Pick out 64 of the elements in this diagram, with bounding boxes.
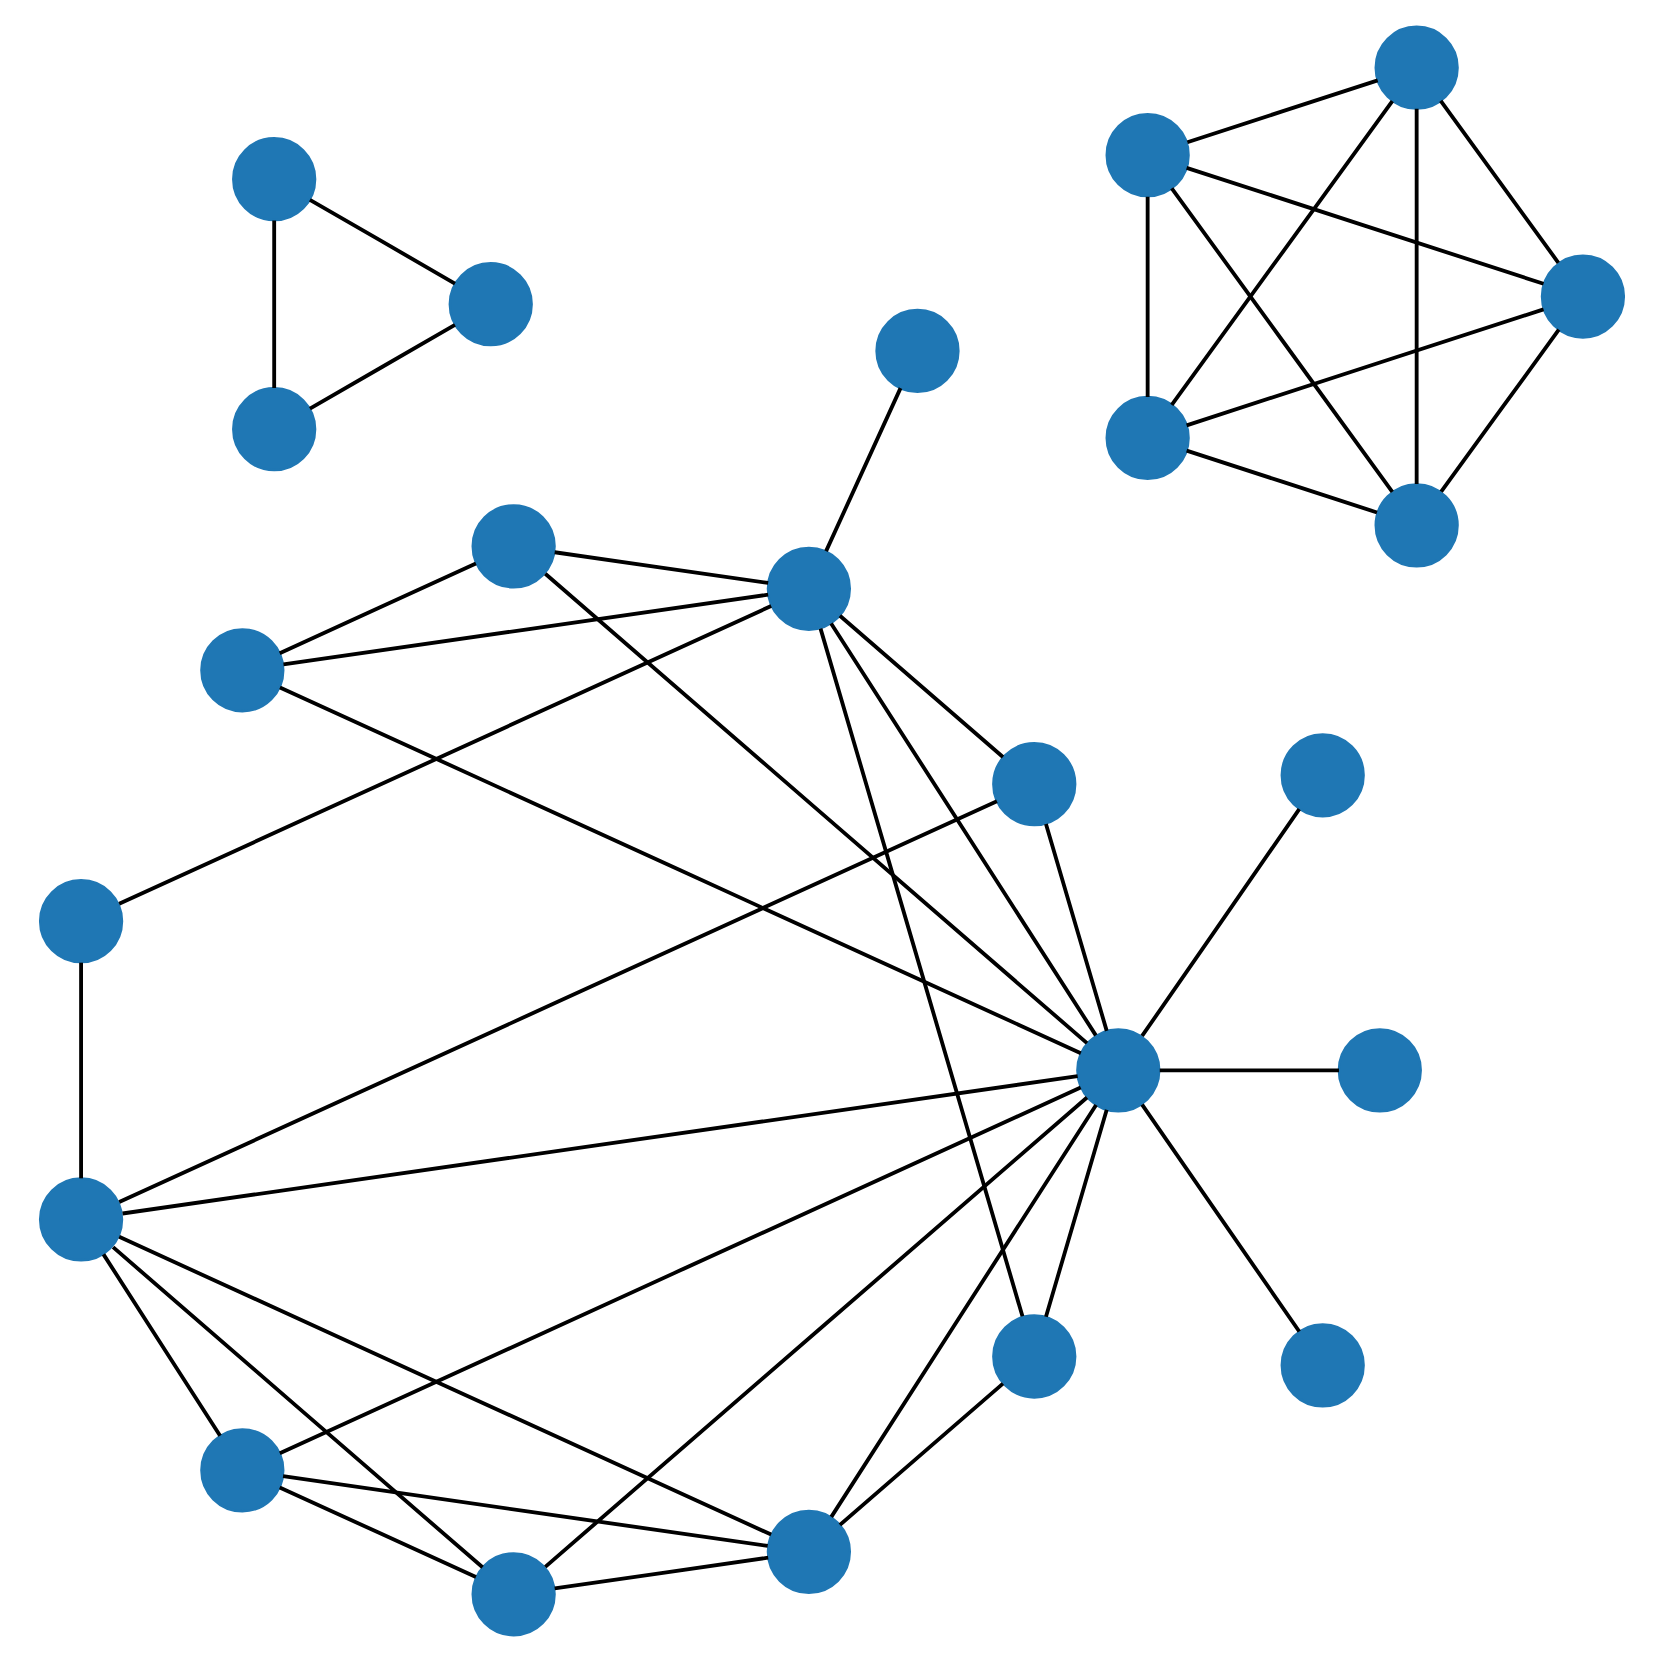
node-circle: [231, 387, 316, 472]
connector: [281, 1474, 767, 1548]
connector: [1169, 100, 1393, 406]
connector: [823, 387, 902, 552]
connector: [110, 1245, 483, 1569]
connector: [1185, 307, 1544, 428]
connector: [308, 323, 455, 411]
connector: [543, 1096, 1088, 1569]
node-circle: [1104, 395, 1189, 481]
connector: [117, 1235, 771, 1537]
node-circle: [1104, 113, 1189, 198]
connector: [278, 685, 1081, 1055]
connector: [1185, 166, 1544, 286]
connector: [828, 622, 1097, 1037]
connector: [837, 1382, 1004, 1527]
connector: [1043, 823, 1108, 1032]
connector: [271, 220, 276, 388]
node-circle: [991, 1314, 1076, 1399]
node-circle: [874, 308, 959, 394]
connector: [117, 604, 771, 906]
node-circle: [37, 1177, 123, 1262]
connector: [1139, 1103, 1300, 1333]
connector: [277, 561, 476, 655]
connector: [553, 1555, 768, 1591]
connector: [121, 1074, 1077, 1216]
node-circle: [1075, 1028, 1160, 1113]
connector: [1185, 78, 1378, 145]
connector: [828, 1103, 1097, 1518]
connector: [282, 592, 768, 667]
node-circle: [1373, 483, 1458, 568]
connector: [1158, 1068, 1338, 1073]
node-circle: [199, 1428, 284, 1513]
node-circle: [765, 1509, 850, 1594]
connector: [100, 1253, 221, 1437]
node-circle: [1539, 254, 1625, 339]
connector: [1144, 196, 1149, 397]
node-circle: [199, 628, 284, 713]
node-circle: [1279, 733, 1364, 818]
connector: [277, 1485, 476, 1579]
connector: [1438, 99, 1559, 264]
node-circle: [765, 546, 850, 631]
connector: [817, 628, 1024, 1317]
node-circle: [1279, 1323, 1364, 1408]
connector: [1438, 328, 1560, 493]
connector: [553, 550, 768, 585]
connector: [837, 614, 1004, 759]
connector: [1413, 108, 1418, 484]
node-circle: [447, 262, 532, 347]
connector: [1139, 808, 1300, 1038]
node-circle: [470, 1552, 555, 1637]
connector: [308, 198, 455, 286]
connector: [1169, 187, 1393, 493]
node-circle: [470, 504, 555, 589]
node-circle: [1373, 25, 1458, 110]
node-circle: [231, 137, 316, 222]
node-circle: [37, 879, 123, 964]
connector: [1185, 448, 1377, 515]
connector: [1043, 1109, 1108, 1318]
node-circle: [991, 742, 1076, 827]
connector: [78, 962, 82, 1179]
connector: [543, 572, 1088, 1045]
connector: [278, 1085, 1081, 1455]
node-circle: [1336, 1028, 1421, 1113]
connector: [117, 799, 997, 1204]
